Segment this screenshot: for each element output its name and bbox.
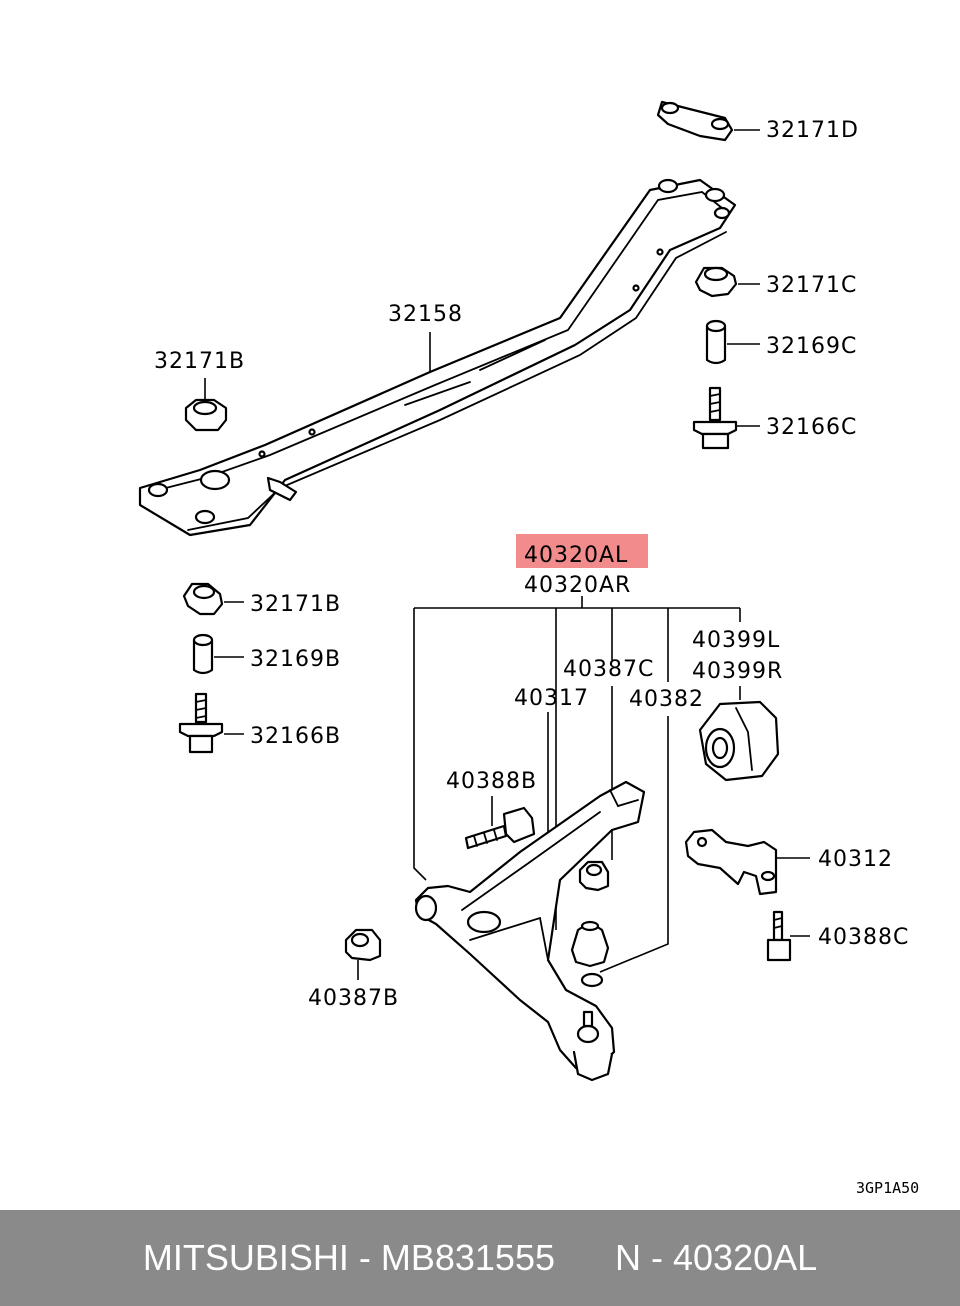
nut-40387C-drawing: [578, 860, 610, 892]
label-40312: 40312: [818, 847, 893, 872]
bolt-32166B-drawing: [178, 692, 224, 754]
ball-joint-40382-drawing: [570, 920, 610, 988]
bushing-32171B-drawing: [182, 582, 224, 616]
label-32169B: 32169B: [250, 647, 341, 672]
bolt-40388B-drawing: [464, 806, 536, 850]
parts-diagram: 32171D 32171C 32169C 32166C 32158 32171B…: [138, 100, 919, 1197]
label-40399L: 40399L: [692, 628, 780, 653]
lower-arm-drawing: [414, 780, 646, 1082]
label-40388C: 40388C: [818, 925, 909, 950]
bracket-40312-drawing: [684, 828, 778, 896]
collar-32169B-drawing: [192, 633, 214, 675]
label-40317: 40317: [514, 686, 589, 711]
label-40320AR: 40320AR: [524, 573, 631, 598]
label-40320AL: 40320AL: [524, 543, 628, 568]
footer-bar: MITSUBISHI - MB831555 N - 40320AL: [0, 1210, 960, 1306]
label-32166C: 32166C: [766, 415, 857, 440]
label-40388B: 40388B: [446, 769, 537, 794]
crossmember-drawing: [138, 178, 737, 537]
label-32171B-top: 32171B: [154, 349, 245, 374]
collar-32169C-drawing: [705, 319, 727, 365]
label-40399R: 40399R: [692, 659, 783, 684]
diagram-code: 3GP1A50: [856, 1179, 919, 1197]
label-40387C: 40387C: [563, 657, 654, 682]
stopper-plate-32171D-drawing: [656, 100, 734, 142]
label-32169C: 32169C: [766, 334, 857, 359]
bushing-40399-drawing: [698, 700, 780, 782]
label-32171D: 32171D: [766, 118, 859, 143]
footer-part-info: MITSUBISHI - MB831555 N - 40320AL: [142, 1237, 818, 1278]
bolt-32166C-drawing: [692, 386, 738, 450]
label-40387B: 40387B: [308, 986, 399, 1011]
label-32171C: 32171C: [766, 273, 857, 298]
label-32166B: 32166B: [250, 724, 341, 749]
bushing-32171C-drawing: [694, 266, 738, 298]
label-32158: 32158: [388, 302, 463, 327]
label-32171B: 32171B: [250, 592, 341, 617]
bushing-32171B-top-drawing: [184, 398, 228, 432]
leader-lines: [204, 129, 810, 980]
highlight-box: [516, 534, 648, 568]
nut-40387B-drawing: [344, 928, 382, 962]
bolt-40388C-drawing: [766, 910, 792, 962]
label-40382: 40382: [629, 687, 704, 712]
